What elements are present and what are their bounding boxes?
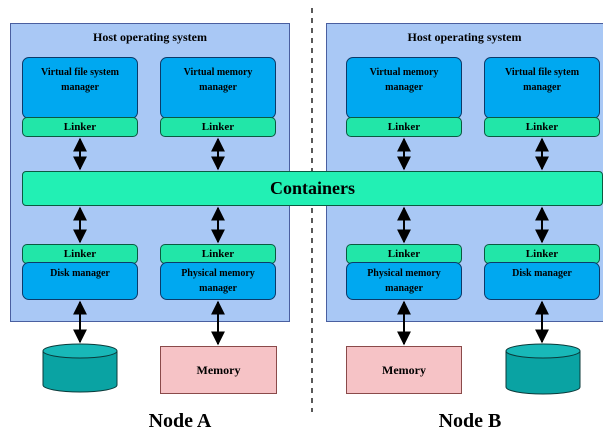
- node-b-memory-label: Memory: [382, 362, 426, 377]
- node-b-linker-vm: Linker: [346, 117, 462, 137]
- node-a-memory: Memory: [160, 346, 277, 394]
- node-b-physical-memory-manager: Physical memory manager: [346, 262, 462, 300]
- node-b-disk-icon: [505, 343, 581, 395]
- node-a-virtual-file-system-manager: Virtual file system manager: [22, 57, 138, 119]
- node-a-disk-label: Disk manager: [50, 268, 110, 279]
- containers-label: Containers: [270, 178, 355, 198]
- linker-label: Linker: [201, 121, 235, 133]
- linker-label: Linker: [387, 121, 421, 133]
- linker-label: Linker: [525, 248, 559, 260]
- node-a-disk-manager: Disk manager: [22, 262, 138, 300]
- node-a-vm-label: Virtual memory manager: [183, 67, 253, 93]
- linker-label: Linker: [525, 121, 559, 133]
- node-a-label: Node A: [148, 410, 212, 432]
- node-a-phys-label: Physical memory manager: [181, 268, 255, 294]
- linker-label: Linker: [63, 121, 97, 133]
- node-b-linker-disk: Linker: [484, 244, 600, 264]
- host-os-title-node-a: Host operating system: [93, 30, 207, 44]
- node-a-linker-disk: Linker: [22, 244, 138, 264]
- node-b-disk-manager: Disk manager: [484, 262, 600, 300]
- node-a-vfs-label: Virtual file system manager: [41, 67, 119, 93]
- containers-bar: Containers: [22, 171, 603, 206]
- node-a-memory-label: Memory: [196, 362, 241, 377]
- node-a-virtual-memory-manager: Virtual memory manager: [160, 57, 276, 119]
- node-b-linker-vfs: Linker: [484, 117, 600, 137]
- host-os-title-node-b: Host operating system: [407, 30, 522, 44]
- node-b-label: Node B: [438, 410, 502, 432]
- node-b-phys-label: Physical memory manager: [367, 268, 441, 294]
- node-a-linker-vm: Linker: [160, 117, 276, 137]
- linker-label: Linker: [387, 248, 421, 260]
- node-b-virtual-memory-manager: Virtual memory manager: [346, 57, 462, 119]
- node-a-linker-vfs: Linker: [22, 117, 138, 137]
- linker-label: Linker: [63, 248, 97, 260]
- node-b-vm-label: Virtual memory manager: [369, 67, 439, 93]
- node-a-disk-icon: [42, 343, 118, 393]
- node-b-vfs-label: Virtual file sytem manager: [504, 67, 580, 93]
- node-b-disk-label: Disk manager: [512, 268, 572, 279]
- linker-label: Linker: [201, 248, 235, 260]
- node-a-physical-memory-manager: Physical memory manager: [160, 262, 276, 300]
- node-b-memory: Memory: [346, 346, 462, 394]
